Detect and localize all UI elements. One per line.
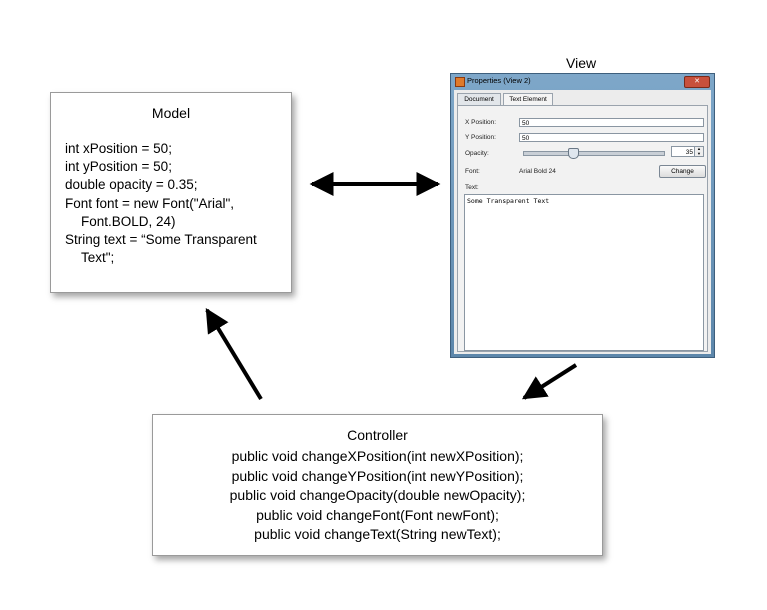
controller-line: public void changeFont(Font newFont); xyxy=(256,506,499,523)
opacity-slider[interactable] xyxy=(523,151,665,156)
controller-line: public void changeXPosition(int newXPosi… xyxy=(231,448,524,464)
window-titlebar[interactable]: Properties (View 2) ✕ xyxy=(451,74,714,89)
x-position-label: X Position: xyxy=(465,119,497,126)
controller-line: public void changeText(String newText); xyxy=(254,526,501,542)
model-box: Model int xPosition = 50; int yPosition … xyxy=(50,92,292,293)
opacity-label: Opacity: xyxy=(465,150,489,157)
controller-to-model-arrow xyxy=(205,307,263,401)
x-position-field[interactable]: 50 xyxy=(519,118,704,127)
controller-box: Controller public void changeXPosition(i… xyxy=(152,414,603,556)
controller-line: public void changeYPosition(int newYPosi… xyxy=(231,467,524,484)
view-window: Properties (View 2) ✕ Document Text Elem… xyxy=(450,73,715,358)
model-title: Model xyxy=(151,105,191,121)
y-position-label: Y Position: xyxy=(465,134,496,141)
model-line: int xPosition = 50; xyxy=(65,141,172,156)
model-code: int xPosition = 50; int yPosition = 50; … xyxy=(65,140,257,267)
font-label: Font: xyxy=(465,168,480,175)
window-title: Properties (View 2) xyxy=(467,76,531,85)
spinner-arrows-icon[interactable]: ▲▼ xyxy=(694,146,703,156)
view-title: View xyxy=(566,55,597,71)
model-line: int yPosition = 50; xyxy=(65,159,172,175)
controller-code: public void changeXPosition(int newXPosi… xyxy=(153,447,602,545)
model-line: Font font = new Font("Arial", xyxy=(65,195,235,211)
text-area[interactable]: Some Transparent Text xyxy=(464,194,704,351)
model-line: double opacity = 0.35; xyxy=(65,177,198,193)
java-app-icon xyxy=(455,77,465,87)
opacity-spinner[interactable]: 35 ▲▼ xyxy=(671,146,704,157)
controller-title: Controller xyxy=(347,427,408,443)
text-label: Text: xyxy=(465,184,479,191)
model-line: String text = “Some Transparent xyxy=(65,232,257,248)
opacity-value: 35 xyxy=(685,149,693,156)
y-position-field[interactable]: 50 xyxy=(519,133,704,142)
change-font-button[interactable]: Change xyxy=(659,165,706,178)
view-to-controller-arrow xyxy=(521,363,578,400)
model-line: Text"; xyxy=(81,250,115,266)
model-line: Font.BOLD, 24) xyxy=(81,213,176,229)
controller-line: public void changeOpacity(double newOpac… xyxy=(229,487,526,503)
window-client: Document Text Element X Position: 50 Y P… xyxy=(454,90,711,354)
font-value: Arial Bold 24 xyxy=(519,168,556,175)
properties-panel: X Position: 50 Y Position: 50 Opacity: 3… xyxy=(457,105,708,352)
close-icon[interactable]: ✕ xyxy=(684,76,710,88)
opacity-slider-thumb[interactable] xyxy=(568,148,579,159)
